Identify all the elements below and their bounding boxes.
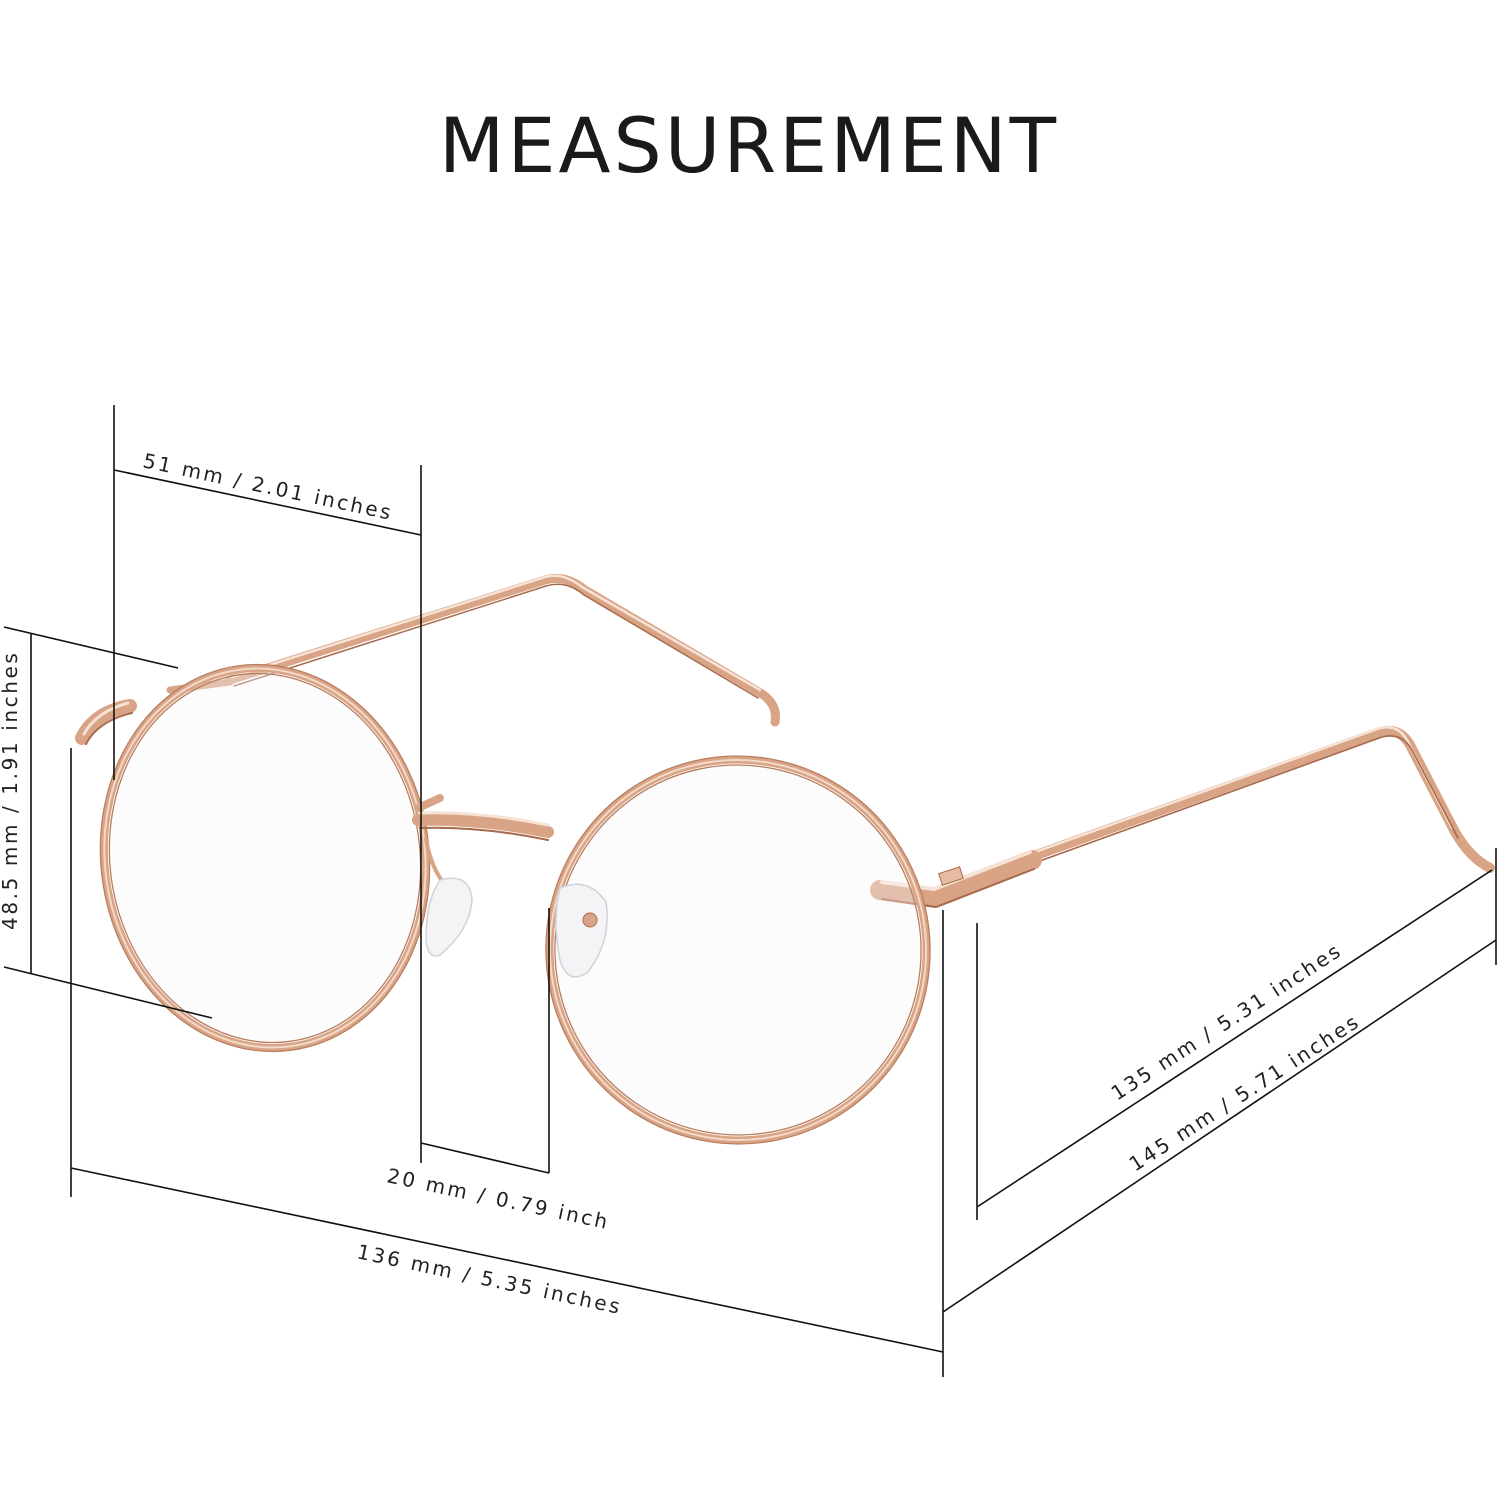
temple-length-2-line [942, 939, 1497, 1313]
glasses-icon [75, 573, 1495, 1145]
bridge-width-label: 20 mm / 0.79 inch [385, 1163, 612, 1234]
temple-length-1-label: 135 mm / 5.31 inches [1107, 938, 1347, 1105]
nose-pads [424, 838, 608, 978]
page-title: MEASUREMENT [438, 101, 1060, 190]
temple-length-2-label: 145 mm / 5.71 inches [1125, 1009, 1365, 1176]
frame-width-label: 136 mm / 5.35 inches [355, 1239, 625, 1319]
right-lens-rim [545, 755, 931, 1145]
lens-height-extension-top [3, 626, 179, 669]
bridge [412, 794, 554, 841]
lens-width-line [113, 469, 422, 536]
near-temple-arm [870, 725, 1495, 908]
lens-width-label: 51 mm / 2.01 inches [141, 448, 396, 525]
frame-width-line [70, 1167, 944, 1353]
far-temple-arm [75, 573, 780, 745]
lens-height-extension-bottom [3, 966, 213, 1019]
bridge-width-line [420, 1142, 550, 1174]
dimension-lines [3, 405, 1497, 1377]
left-lens-rim [99, 663, 431, 1053]
lens-height-label: 48.5 mm / 1.91 inches [0, 651, 22, 930]
temple-length-1-line [976, 869, 1493, 1208]
